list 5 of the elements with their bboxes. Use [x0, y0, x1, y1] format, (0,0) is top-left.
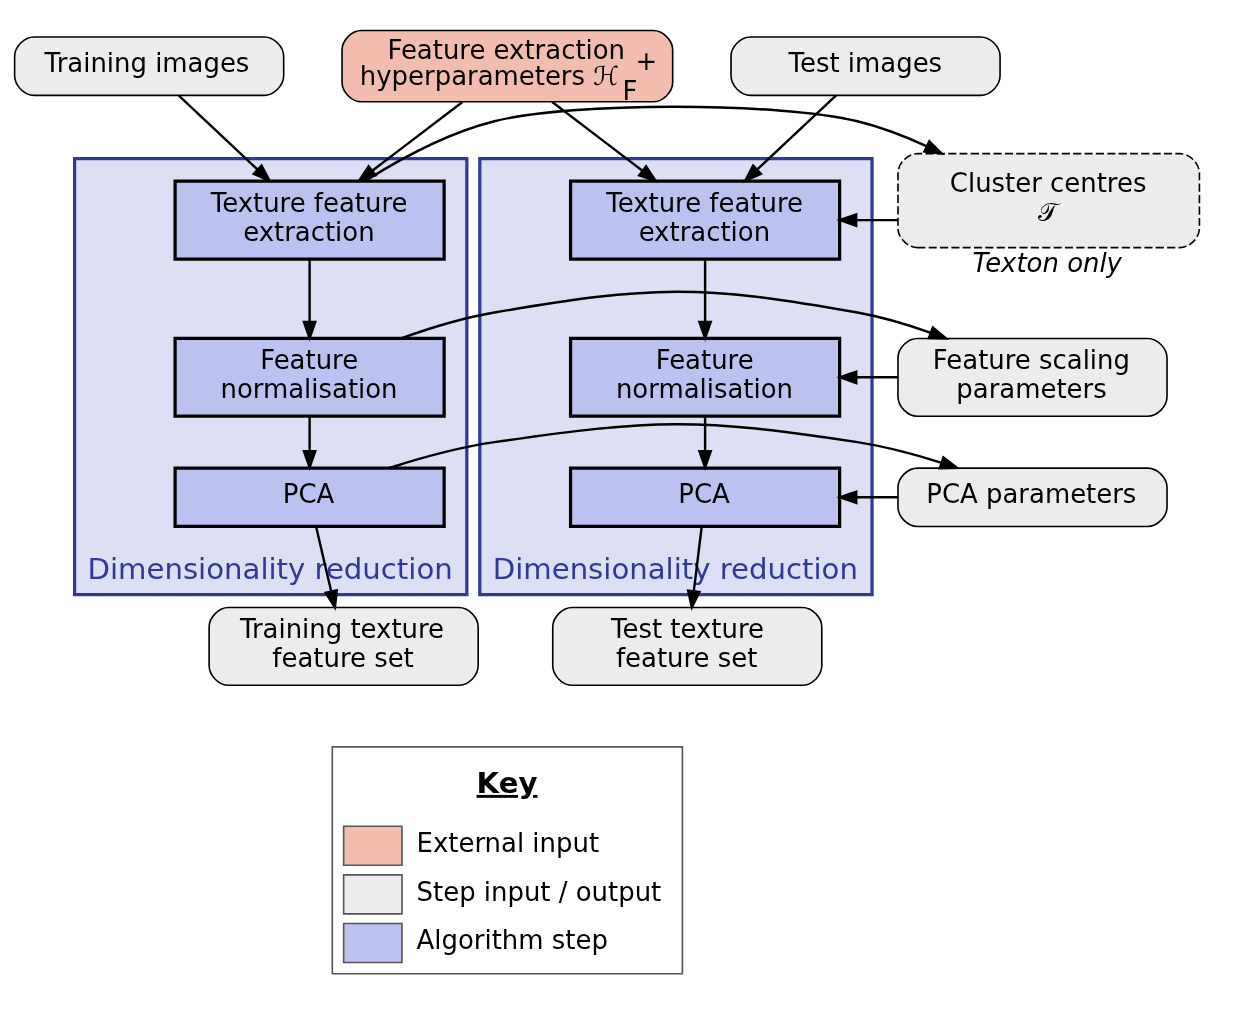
legend-label: External input	[416, 827, 600, 858]
node-label: Texton only	[972, 247, 1122, 278]
legend-label: Step input / output	[416, 876, 662, 907]
label: Key	[476, 765, 538, 800]
legend-label: Algorithm step	[416, 924, 608, 955]
